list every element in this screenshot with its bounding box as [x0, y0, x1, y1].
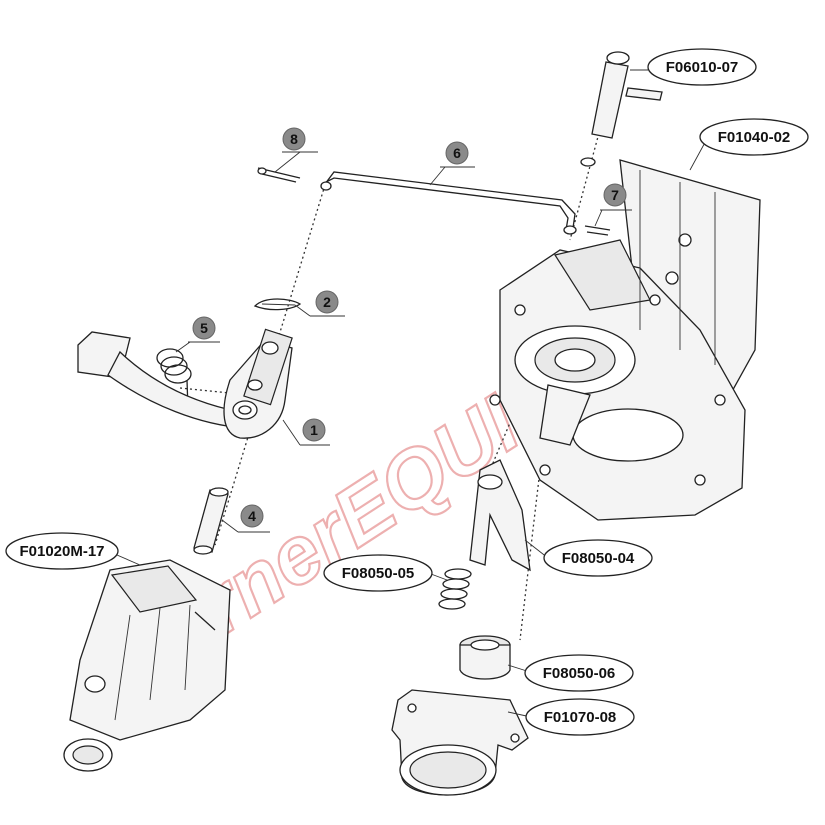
- part-label-f01020: F01020M-17: [5, 532, 119, 570]
- clip-part: [257, 167, 301, 183]
- callout-number: 5: [200, 320, 208, 336]
- small-pin-part: [584, 225, 611, 236]
- shift-fork-part: [469, 459, 531, 572]
- callout-number: 1: [310, 422, 318, 438]
- cover-housing-part: [63, 559, 231, 772]
- callout-5: 5: [175, 316, 220, 353]
- bearing-part: [459, 635, 511, 680]
- callout-number: 4: [248, 508, 256, 524]
- part-label-f06010: F06010-07: [647, 48, 757, 86]
- transmission-housing-part: [489, 159, 761, 521]
- part-number-text: F01070-08: [544, 709, 617, 726]
- part-number-text: F08050-04: [562, 550, 635, 567]
- callout-number: 8: [290, 131, 298, 147]
- callout-7: 7: [594, 183, 632, 227]
- spring-clip-part: [253, 298, 302, 311]
- callout-number: 2: [323, 294, 331, 310]
- flange-housing-part: [391, 689, 529, 796]
- spring-part: [438, 568, 472, 610]
- callout-6: 6: [429, 141, 475, 186]
- part-number-text: F08050-05: [342, 565, 415, 582]
- part-number-text: F01020M-17: [19, 543, 104, 560]
- callout-8: 8: [274, 127, 318, 173]
- pin-part: [193, 487, 229, 555]
- callout-4: 4: [221, 504, 270, 533]
- bolt-part: [580, 51, 663, 167]
- part-label-f08050-06: F08050-06: [524, 654, 634, 692]
- rod-part: [320, 171, 577, 235]
- part-label-f08050-05: F08050-05: [323, 554, 433, 592]
- part-label-f01070: F01070-08: [525, 698, 635, 736]
- callout-2: 2: [294, 290, 345, 317]
- part-number-text: F01040-02: [718, 129, 791, 146]
- pedal-arm-part: [77, 328, 293, 439]
- callout-number: 7: [611, 187, 619, 203]
- part-number-text: F08050-06: [543, 665, 616, 682]
- callout-number: 6: [453, 145, 461, 161]
- part-label-f01040: F01040-02: [699, 118, 809, 156]
- part-number-text: F06010-07: [666, 59, 739, 76]
- callout-1: 1: [282, 418, 330, 446]
- part-label-f08050-04: F08050-04: [543, 539, 653, 577]
